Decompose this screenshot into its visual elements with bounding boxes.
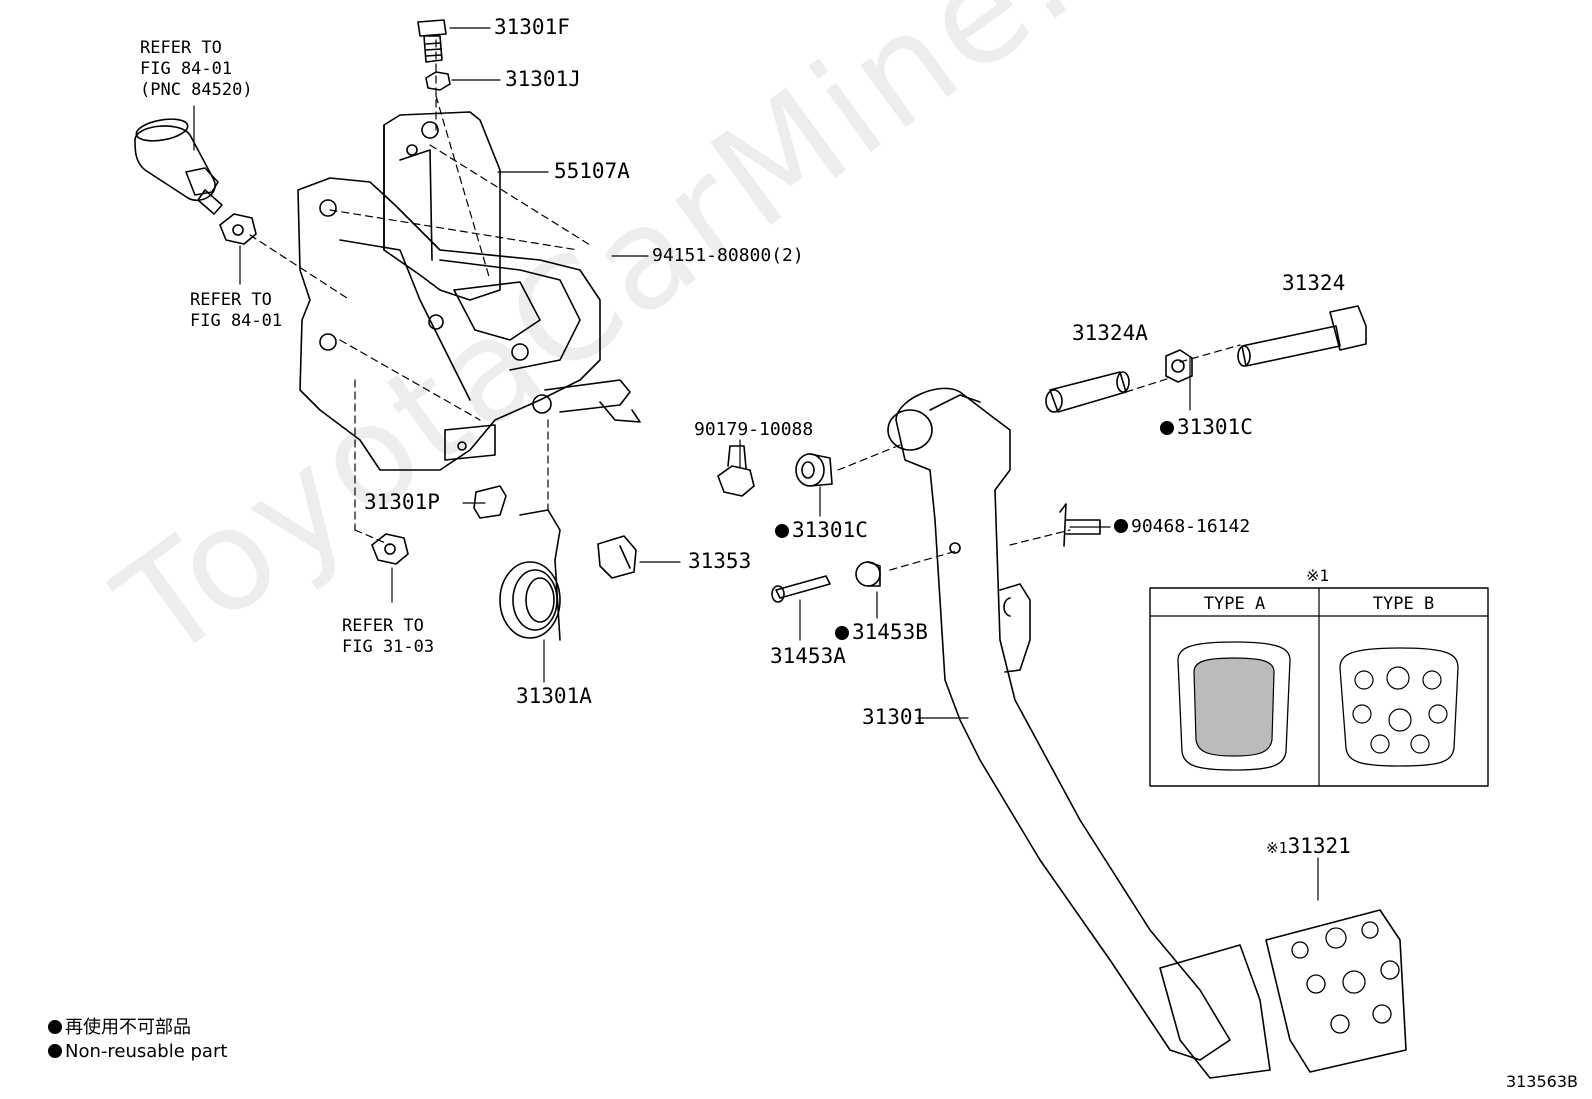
label-94151-80800: 94151-80800(2) [652, 245, 804, 266]
label-31453A: 31453A [770, 644, 846, 668]
collar-31301C-right [1165, 349, 1193, 383]
label-90468-16142: 90468-16142 [1114, 517, 1250, 537]
non-reusable-dot-icon [835, 626, 849, 640]
nut-31301J [425, 71, 451, 91]
label-31301P: 31301P [364, 490, 440, 514]
non-reusable-dot-icon [48, 1044, 62, 1058]
bolt-31324 [1237, 305, 1367, 367]
label-31321: ※131321 [1266, 834, 1351, 858]
refer-note-switch: REFER TO FIG 84-01 (PNC 84520) [140, 38, 253, 100]
type-a-header: TYPE A [1203, 594, 1266, 614]
label-55107A: 55107A [554, 159, 630, 183]
label-31453B: 31453B [835, 622, 928, 643]
non-reusable-dot-icon [775, 524, 789, 538]
label-90179-10088: 90179-10088 [694, 419, 814, 440]
refer-note-nut-left: REFER TO FIG 84-01 [190, 290, 283, 331]
non-reusable-dot-icon [1114, 519, 1128, 533]
legend: 再使用不可部品 Non-reusable part [48, 1016, 227, 1064]
figure-id: 313563B [1505, 1072, 1578, 1091]
label-31324: 31324 [1282, 271, 1346, 295]
type-table-marker: ※1 [1306, 566, 1330, 585]
collar-31324A [1045, 371, 1130, 413]
bolt-31301F [417, 19, 447, 63]
legend-jp: 再使用不可部品 [48, 1016, 227, 1040]
non-reusable-dot-icon [1160, 421, 1174, 435]
legend-en: Non-reusable part [48, 1040, 227, 1064]
label-31301C-right: 31301C [1160, 417, 1253, 438]
label-31301J: 31301J [505, 67, 581, 91]
nut-bottom [371, 533, 409, 565]
label-31324A: 31324A [1072, 321, 1148, 345]
clip-90468-16142 [1059, 503, 1101, 547]
return-spring-31301A [499, 509, 561, 641]
pad-marker: ※1 [1266, 839, 1288, 857]
pin-31453A [771, 575, 831, 603]
bushing-31353 [597, 535, 637, 579]
switch-nut [219, 213, 257, 245]
label-31301A: 31301A [516, 684, 592, 708]
type-b-holes [1352, 666, 1448, 754]
label-31353: 31353 [688, 549, 752, 573]
clip-31301P [473, 485, 507, 519]
type-b-header: TYPE B [1372, 594, 1435, 614]
nut-90179-10088 [717, 445, 755, 497]
refer-note-nut-bottom: REFER TO FIG 31-03 [342, 616, 435, 657]
pedal-bracket-55107A [383, 111, 501, 301]
non-reusable-dot-icon [48, 1020, 62, 1034]
type-table [1149, 587, 1489, 787]
bush-31453B [855, 561, 881, 587]
label-31301: 31301 [862, 705, 926, 729]
stop-lamp-switch [134, 118, 223, 215]
pedal-lever-31301 [887, 387, 1271, 1079]
label-31301C-mid: 31301C [775, 520, 868, 541]
pedal-pad-31321 [1265, 909, 1407, 1073]
pedal-support [297, 177, 641, 471]
collar-31301C-mid [795, 453, 833, 487]
label-31301F: 31301F [494, 15, 570, 39]
